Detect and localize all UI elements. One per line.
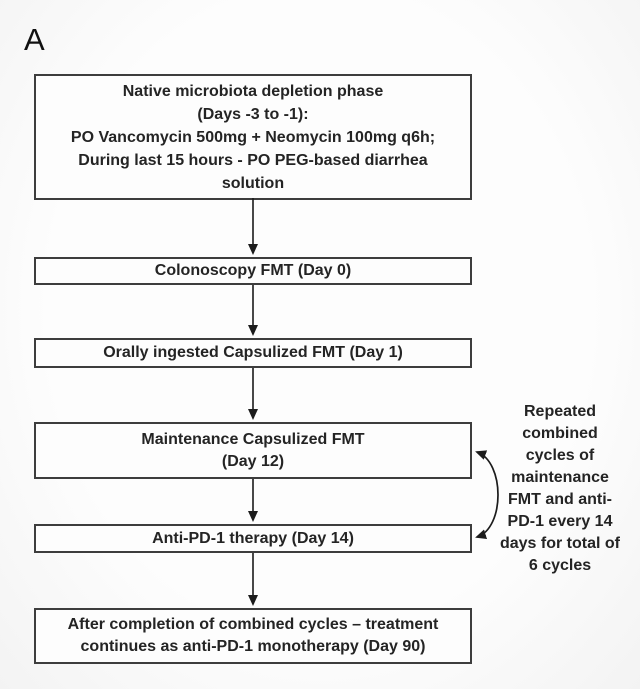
cycle-annotation: Repeated combined cycles of maintenance … (499, 403, 620, 574)
flow-box-native-depletion-text: Native microbiota depletion phase (Days … (70, 82, 436, 192)
flow-box-colonoscopy-fmt-text: Colonoscopy FMT (Day 0) (154, 262, 352, 279)
flow-box-maintenance-fmt: Maintenance Capsulized FMT (Day 12) (34, 422, 472, 479)
flow-box-maintenance-fmt-text: Maintenance Capsulized FMT (Day 12) (141, 430, 365, 470)
flow-box-anti-pd1-therapy: Anti-PD-1 therapy (Day 14) (34, 524, 472, 553)
flow-box-oral-capsulized-fmt: Orally ingested Capsulized FMT (Day 1) (34, 338, 472, 368)
flow-box-monotherapy: After completion of combined cycles – tr… (34, 608, 472, 664)
figure-panel-label: A (24, 22, 45, 57)
flow-box-native-depletion: Native microbiota depletion phase (Days … (34, 74, 472, 200)
flow-box-oral-capsulized-fmt-text: Orally ingested Capsulized FMT (Day 1) (103, 344, 403, 361)
flow-box-monotherapy-text: After completion of combined cycles – tr… (67, 616, 439, 655)
flow-box-colonoscopy-fmt: Colonoscopy FMT (Day 0) (34, 257, 472, 285)
flow-box-anti-pd1-therapy-text: Anti-PD-1 therapy (Day 14) (152, 529, 354, 547)
